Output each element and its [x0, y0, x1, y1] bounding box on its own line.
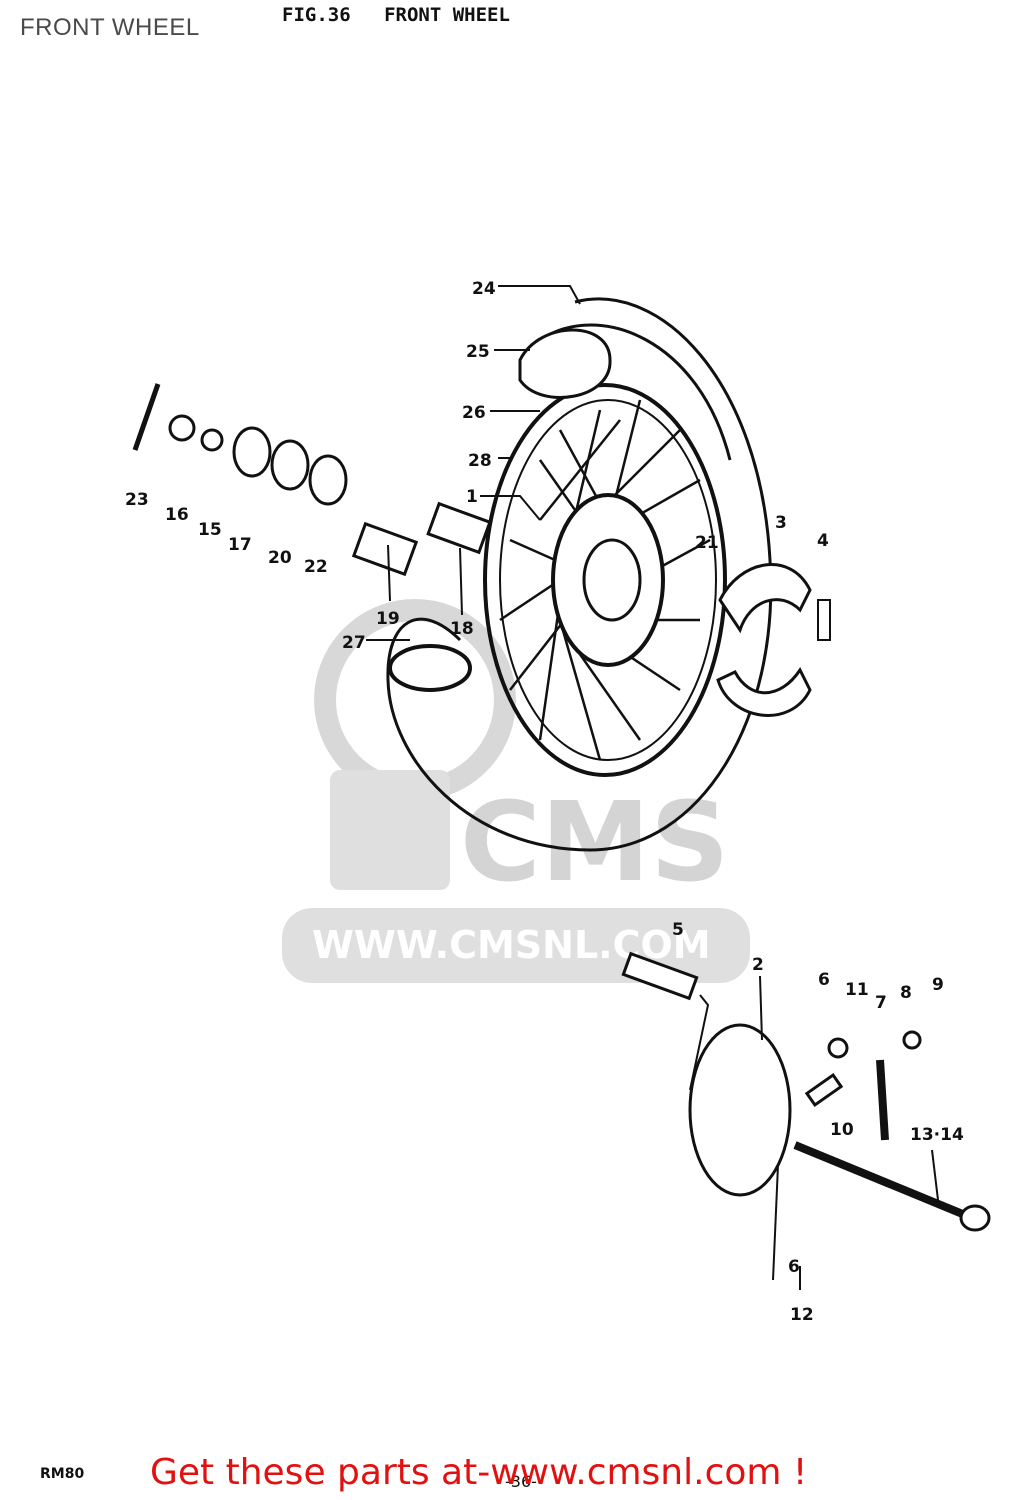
brake-spring: [817, 599, 831, 641]
callout-26: 26: [462, 403, 486, 423]
callout-17: 17: [228, 535, 252, 555]
page-title: FRONT WHEEL: [20, 14, 200, 41]
brake-cam: [621, 951, 699, 1001]
callout-12: 12: [790, 1305, 814, 1325]
brake-panel: [688, 1023, 792, 1197]
callout-labels: 24 25 26 28 1 21 3 4 23 16 15 17 20 22 1…: [125, 279, 964, 1325]
leader-lines: [366, 285, 939, 1290]
callout-8: 8: [900, 983, 912, 1003]
callout-9: 9: [932, 975, 944, 995]
callout-5: 5: [672, 920, 684, 940]
front-axle: [793, 1141, 967, 1219]
callout-7: 7: [875, 993, 887, 1013]
callout-22: 22: [304, 557, 328, 577]
promo-link[interactable]: Get these parts at-www.cmsnl.com !: [150, 1452, 808, 1493]
callout-6-bottom: 6: [788, 1257, 800, 1277]
callout-28: 28: [468, 451, 492, 471]
figure-number: FIG.36: [282, 4, 351, 26]
callout-21: 21: [695, 533, 719, 553]
model-code: RM80: [40, 1466, 85, 1482]
callout-27: 27: [342, 633, 366, 653]
callout-4: 4: [817, 531, 829, 551]
callout-11: 11: [845, 980, 869, 1000]
callout-6-top: 6: [818, 970, 830, 990]
page-number: -36-: [505, 1472, 537, 1491]
callout-19: 19: [376, 609, 400, 629]
callout-13-14: 13·14: [910, 1125, 964, 1145]
callout-2: 2: [752, 955, 764, 975]
callout-18: 18: [450, 619, 474, 639]
tire: [386, 297, 773, 852]
axle-left-parts: [132, 383, 492, 577]
cam-lever: [876, 1059, 889, 1141]
watermark-logo: CMS: [460, 778, 729, 906]
rim: [483, 383, 727, 777]
callout-23: 23: [125, 490, 149, 510]
figure-title: FRONT WHEEL: [384, 4, 510, 26]
brake-shoes: [716, 563, 812, 717]
rim-band: [388, 644, 472, 692]
figure-heading: FIG.36 FRONT WHEEL: [282, 4, 532, 26]
callout-20: 20: [268, 548, 292, 568]
callout-15: 15: [198, 520, 222, 540]
callout-3: 3: [775, 513, 787, 533]
callout-1: 1: [466, 487, 478, 507]
hub: [551, 493, 665, 667]
callout-16: 16: [165, 505, 189, 525]
tube: [518, 328, 612, 399]
callout-24: 24: [472, 279, 496, 299]
callout-25: 25: [466, 342, 490, 362]
callout-10: 10: [830, 1120, 854, 1140]
